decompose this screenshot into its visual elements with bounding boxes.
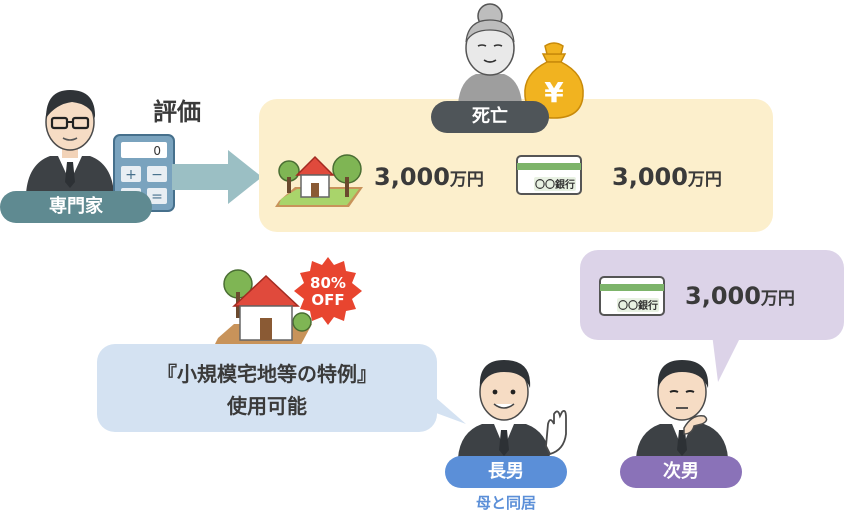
svg-text:=: = xyxy=(151,189,163,205)
bank-amount: 3,000万円 xyxy=(612,163,722,191)
expert-person-icon xyxy=(26,90,114,194)
svg-text:−: − xyxy=(151,167,163,183)
second-son-icon xyxy=(636,360,728,458)
bubble-tail-second xyxy=(712,334,742,382)
house-with-trees-icon xyxy=(275,154,363,207)
discount-badge-icon: 80% OFF xyxy=(294,257,362,325)
land-amount: 3,000万円 xyxy=(374,163,484,191)
bubble-tail-eldest xyxy=(420,384,466,424)
usable-text: 使用可能 xyxy=(227,394,307,418)
arrow-right-icon xyxy=(172,150,262,204)
yen-symbol: ¥ xyxy=(544,76,564,109)
bank-card-icon-second: 〇〇銀行 xyxy=(599,276,665,316)
calculator-display: 0 xyxy=(153,144,161,158)
eldest-speech-bubble: 『小規模宅地等の特例』 使用可能 xyxy=(97,344,437,432)
house-with-tree-icon xyxy=(212,269,312,350)
grandmother-icon xyxy=(458,3,522,104)
second-son-label: 次男 xyxy=(620,456,742,488)
deceased-label: 死亡 xyxy=(431,101,549,133)
special-rule-text: 『小規模宅地等の特例』 xyxy=(157,362,377,386)
second-son-amount: 3,000万円 xyxy=(685,282,795,310)
svg-text:+: + xyxy=(125,167,137,183)
eldest-son-label: 長男 xyxy=(445,456,567,488)
badge-percent: 80% xyxy=(310,274,346,292)
expert-label: 専門家 xyxy=(0,191,152,223)
eldest-son-icon xyxy=(458,360,567,458)
bank-card-icon: 〇〇銀行 xyxy=(516,155,582,195)
bank-card-text: 〇〇銀行 xyxy=(535,178,575,191)
badge-off: OFF xyxy=(311,291,344,309)
eldest-son-sublabel: 母と同居 xyxy=(475,494,536,512)
bank-card-text-second: 〇〇銀行 xyxy=(618,299,658,312)
valuation-label: 評価 xyxy=(153,98,201,126)
